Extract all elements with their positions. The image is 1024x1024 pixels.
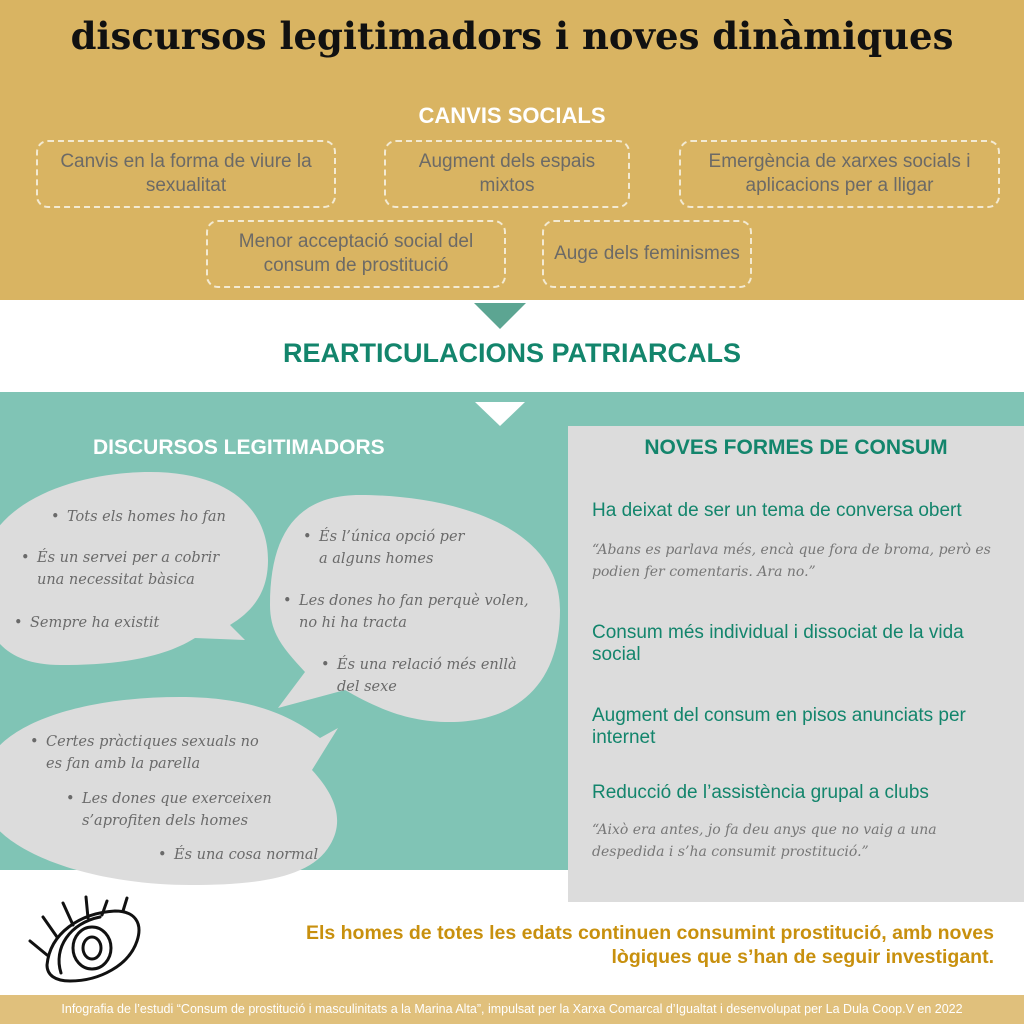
conclusion-line: Els homes de totes les edats continuen c… bbox=[305, 922, 994, 944]
conclusion-text: Els homes de totes les edats continuen c… bbox=[306, 921, 994, 969]
discourses-heading: DISCURSOS LEGITIMADORS bbox=[93, 436, 385, 459]
conclusion-line: lògiques que s’han de seguir investigant… bbox=[611, 946, 995, 968]
social-changes-heading: CANVIS SOCIALS bbox=[418, 103, 606, 128]
new-forms-heading: NOVES FORMES DE CONSUM bbox=[644, 436, 948, 459]
social-change-box: Menor acceptació social del consum de pr… bbox=[206, 220, 506, 288]
new-form-quote: “Això era antes, jo fa deu anys que no v… bbox=[592, 822, 937, 860]
footer-credits: Infografia de l’estudi “Consum de prosti… bbox=[0, 995, 1024, 1024]
discourse-bullet: És una relació més enllà del sexe bbox=[321, 654, 527, 698]
discourse-bullet: És l’única opció per a alguns homes bbox=[303, 526, 469, 570]
eye-icon bbox=[28, 895, 141, 983]
arrow-down-icon bbox=[474, 303, 526, 329]
new-form-item: Consum més individual i dissociat de la … bbox=[592, 622, 964, 665]
discourse-bullet: És una cosa normal bbox=[158, 844, 318, 866]
social-change-box: Augment dels espais mixtos bbox=[384, 140, 630, 208]
social-change-box: Canvis en la forma de viure la sexualita… bbox=[36, 140, 336, 208]
new-form-quote: “Abans es parlava més, encà que fora de … bbox=[592, 542, 991, 580]
new-form-item: Reducció de l’assistència grupal a clubs bbox=[592, 782, 929, 803]
new-form-item: Ha deixat de ser un tema de conversa obe… bbox=[592, 500, 962, 521]
discourse-bullet: Les dones ho fan perquè volen, no hi ha … bbox=[283, 590, 549, 634]
social-changes-section bbox=[0, 0, 1024, 300]
discourse-bullet: Les dones que exerceixen s’aprofiten del… bbox=[66, 788, 272, 832]
new-forms-panel bbox=[568, 426, 1024, 902]
page-title: discursos legitimadors i noves dinàmique… bbox=[70, 14, 954, 58]
discourse-bullet: Certes pràctiques sexuals no es fan amb … bbox=[30, 731, 276, 775]
rearticulations-heading: REARTICULACIONS PATRIARCALS bbox=[283, 338, 741, 368]
social-change-box: Auge dels feminismes bbox=[542, 220, 752, 288]
discourse-bullet: Tots els homes ho fan bbox=[51, 506, 226, 528]
new-form-item: Augment del consum en pisos anunciats pe… bbox=[592, 705, 966, 748]
discourse-bullet: Sempre ha existit bbox=[14, 612, 159, 634]
arrow-down-icon bbox=[475, 402, 525, 426]
discourse-bullet: És un servei per a cobrir una necessitat… bbox=[21, 547, 247, 591]
social-change-box: Emergència de xarxes socials i aplicacio… bbox=[679, 140, 1000, 208]
